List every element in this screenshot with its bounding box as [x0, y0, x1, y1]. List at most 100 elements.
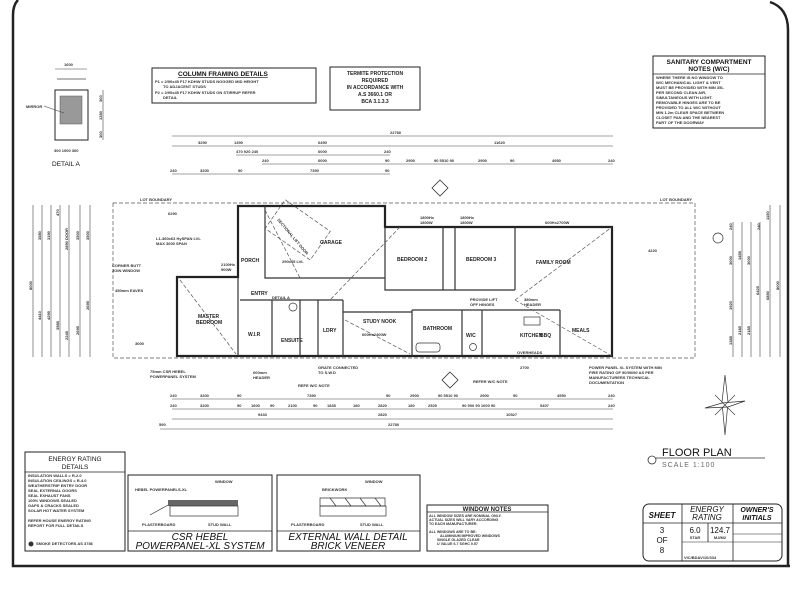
dim-text: 240: [608, 403, 615, 408]
window-label: 1800Hx: [420, 215, 435, 220]
lot-boundary-label: LOT BOUNDARY: [140, 197, 172, 202]
room-label-bedroom-2: BEDROOM 2: [397, 257, 428, 263]
dim-text: 1150: [765, 211, 770, 220]
dim-text: 2900: [480, 393, 490, 398]
dim-text: 180: [353, 403, 360, 408]
dim-text: 2245: [64, 330, 69, 340]
note-line: SINGLE GLAZED CLEAR: [437, 538, 480, 542]
energy-item: WEATHERSTRIP ENTRY DOOR: [28, 483, 87, 488]
dim-text: 240: [384, 149, 391, 154]
note-line: POWER PANEL XL SYSTEM WITH MIN: [589, 365, 662, 370]
detail-a-title: DETAIL A: [52, 161, 80, 168]
dim-text: 2695: [75, 325, 80, 335]
room-label-porch: PORCH: [241, 258, 259, 264]
dim-text: 8000: [775, 280, 780, 290]
dim-text: 240: [170, 168, 177, 173]
dim-text: 3000: [728, 255, 733, 265]
dim-text: 3290: [198, 140, 208, 145]
dim-text: 90 5510 90: [438, 393, 459, 398]
dim-text: 240: [170, 393, 177, 398]
note-line: P2 = 2/90x45 F17 KDHW STUDS ON STIRRUP R…: [155, 90, 256, 95]
dim-text: 1920: [728, 300, 733, 310]
dim-text: 2900: [410, 393, 420, 398]
note-line: DOCUMENTATION: [589, 380, 624, 385]
window-notes: WINDOW NOTES ALL WINDOW SIZES ARE NOMINA…: [426, 504, 549, 552]
note-line: PROVIDE LIFT: [470, 297, 498, 302]
room-label-overheads: OVERHEADS: [517, 350, 543, 355]
star-unit: STAR: [690, 535, 701, 540]
dim-text: 90: [385, 158, 390, 163]
floor-plan: LOT BOUNDARY LOT BOUNDARY GARAGE PORCH E…: [112, 197, 724, 388]
detail-label: WINDOW: [215, 479, 233, 484]
dim-text: 240: [608, 393, 615, 398]
dim-text: 240: [262, 158, 269, 163]
window-label: 600Hx2700W: [545, 220, 570, 225]
note-line: PROVIDED TO ALL W/C WITHOUT: [656, 105, 721, 110]
note-line: A.S 3660.1 OR: [358, 92, 392, 98]
room-label-bedroom-3: BEDROOM 3: [466, 257, 497, 263]
detail-label: STUD WALL: [208, 522, 232, 527]
dim-text: 90: [513, 393, 518, 398]
note-line: REQUIRED: [362, 78, 389, 84]
detail-a: 1600 MIRROR 300 1350 300 300 1000 300 DE…: [26, 62, 104, 168]
dim-text: 2695: [85, 300, 90, 310]
note-line: MAX 3600 SPAN: [156, 241, 187, 246]
dim-text: 90: [237, 393, 242, 398]
dim-text: 22780: [388, 422, 400, 427]
dim-text: 590: [159, 422, 166, 427]
dim-text: 8000: [28, 280, 33, 290]
note-line: FIRE RATING OF 90/90/90 AS PER: [589, 370, 654, 375]
dim-text: 6490: [318, 140, 328, 145]
dim-text: 240: [608, 158, 615, 163]
sheet-frame-left-bottom: [11, 0, 790, 568]
note-line: P1 = 2/90x45 F17 KDHW STUDS NOGGED MID H…: [155, 79, 259, 84]
detail-a-bottom-dims: 300 1000 300: [54, 148, 79, 153]
dim-text: 240: [170, 403, 177, 408]
mirror-label: MIRROR: [26, 104, 42, 109]
toilet-icon: [288, 302, 298, 312]
note-line: ALL WINDOWS ARE TO BE:: [429, 530, 477, 534]
top-dimensions: 22780 3290 1390 6490 11620 470 920 240 6…: [170, 130, 615, 175]
note-line: 290x45 LVL: [282, 259, 304, 264]
room-label-family: FAMILY ROOM: [536, 260, 571, 266]
dim-text: 90: [385, 168, 390, 173]
note-line: CLOSET PAN AND THE NEAREST: [656, 115, 721, 120]
room-label-meals: MEALS: [572, 328, 590, 334]
mj-value: 124.7: [710, 526, 731, 535]
note-line: HEADER: [253, 375, 270, 380]
detail-title: BRICK VENEER: [311, 541, 385, 552]
dim-text: 240: [728, 223, 733, 230]
room-label-study: STUDY NOOK: [363, 319, 397, 325]
roof-hip-lines: [179, 209, 613, 357]
owners-initials-label: INITIALS: [742, 515, 771, 522]
note-line: TO S.W.D: [318, 370, 336, 375]
energy-title: ENERGY RATING: [48, 456, 101, 463]
detail-label: PLASTERBOARD: [142, 522, 175, 527]
dim-text: 470 920 240: [236, 149, 259, 154]
sheet-number: 3: [660, 526, 665, 535]
window-label: 1800W: [420, 220, 433, 225]
detail-a-vdim: 300: [98, 131, 103, 138]
room-label-entry: ENTRY: [251, 291, 268, 297]
detail-label: WINDOW: [365, 479, 383, 484]
rating-reference: VIC/BDAV/10/334: [684, 555, 717, 560]
note-line: 380mm: [524, 297, 538, 302]
north-arrow-icon: [704, 374, 746, 436]
dim-text: 90: [270, 403, 275, 408]
note-line: ACTUAL SIZES WILL VARY ACCORDING: [429, 518, 499, 522]
interior-walls: [237, 206, 561, 356]
sanitary-compartment-notes: SANITARY COMPARTMENT NOTES (W/C) WHERE T…: [652, 55, 766, 129]
note-line: REPORT FOR FULL DETAILS: [28, 523, 84, 528]
dim-text: 4220: [648, 248, 658, 253]
window-label: 600Hx2400W: [362, 332, 387, 337]
dim-text: 1835: [327, 403, 337, 408]
sectional-lift-door-outline: [264, 199, 331, 261]
dim-text: 2525: [428, 403, 438, 408]
dim-text: 4295: [46, 310, 51, 320]
note-line: 600mm: [253, 370, 267, 375]
detail-reference: DETAIL A: [272, 295, 290, 300]
dim-text: 3200: [200, 403, 210, 408]
dim-text: 22780: [390, 130, 402, 135]
window-notes-title: WINDOW NOTES: [463, 507, 512, 513]
dim-text: 6850: [765, 290, 770, 300]
